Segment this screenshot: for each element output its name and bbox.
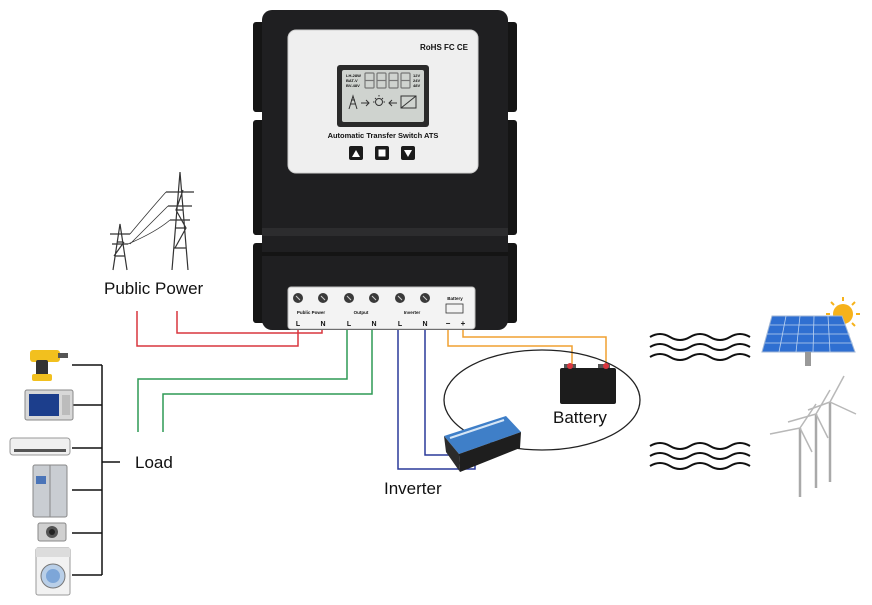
inverter-label: Inverter — [384, 479, 442, 498]
battery-terminal-icon — [445, 303, 464, 314]
terminal-n-1: N — [320, 321, 325, 328]
down-arrow-icon — [404, 150, 412, 157]
up-button[interactable] — [349, 146, 363, 160]
lcd-arrow-right-icon — [361, 99, 370, 107]
lcd-left-line-1: LH-28W — [346, 73, 361, 78]
output-wire-n — [162, 330, 373, 432]
solar-panel-icon — [761, 315, 856, 366]
wave-icon — [649, 333, 751, 470]
lcd-right-line-3: 48V — [413, 83, 420, 88]
inverter-icon — [444, 416, 521, 472]
public-power-wire-n — [176, 311, 323, 334]
air-conditioner-icon — [9, 437, 71, 456]
terminal-plus: + — [461, 319, 466, 328]
lcd-right-line-2: 24V — [413, 78, 420, 83]
load-bus-bracket — [72, 364, 120, 576]
battery-icon — [560, 363, 616, 404]
terminal-l-1: L — [296, 321, 301, 328]
terminal-n-2: N — [371, 321, 376, 328]
wires — [72, 311, 641, 576]
battery-label: Battery — [553, 408, 607, 427]
output-wire-l — [137, 330, 348, 432]
public-power-wire-l — [136, 311, 299, 347]
lcd-left-line-3: BV-48V — [346, 83, 360, 88]
certification-marks: RoHS FC CE — [420, 43, 469, 52]
terminal-n-3: N — [422, 321, 427, 328]
drill-icon — [30, 350, 68, 381]
washing-machine-icon — [35, 547, 71, 596]
ats-device: RoHS FC CE LH-28W BAT-V BV-48V 12V 24V 4… — [253, 10, 517, 330]
camera-icon — [37, 522, 67, 542]
lcd-arrow-left-icon — [388, 99, 397, 107]
lcd-bulb-icon — [375, 98, 383, 106]
terminal-l-2: L — [347, 321, 352, 328]
lcd-solar-icon — [400, 95, 417, 109]
battery-wire-plus — [462, 330, 607, 366]
menu-button[interactable] — [375, 146, 389, 160]
square-icon — [378, 149, 386, 157]
terminal-minus: − — [446, 319, 451, 328]
microwave-icon — [24, 389, 74, 421]
terminal-label-output: Output — [354, 310, 369, 315]
refrigerator-icon — [32, 464, 68, 518]
lcd-right-line-1: 12V — [413, 73, 420, 78]
battery-inverter-loop — [443, 349, 641, 451]
lcd-left-line-2: BAT-V — [346, 78, 358, 83]
wind-turbine-icon — [769, 375, 857, 497]
device-title: Automatic Transfer Switch ATS — [328, 131, 439, 140]
terminal-strip: Public Power Output Inverter Battery L N… — [287, 286, 476, 330]
load-label: Load — [135, 453, 173, 472]
terminal-l-3: L — [398, 321, 403, 328]
terminal-label-public-power: Public Power — [297, 310, 326, 315]
terminal-label-inverter: Inverter — [404, 310, 421, 315]
lcd-display: LH-28W BAT-V BV-48V 12V 24V 48V — [337, 65, 429, 127]
down-button[interactable] — [401, 146, 415, 160]
transmission-tower-icon — [110, 171, 194, 271]
up-arrow-icon — [352, 150, 360, 157]
lcd-tower-icon — [348, 94, 358, 110]
terminal-label-battery: Battery — [447, 296, 463, 301]
public-power-label: Public Power — [104, 279, 204, 298]
battery-wire-minus — [447, 330, 573, 366]
